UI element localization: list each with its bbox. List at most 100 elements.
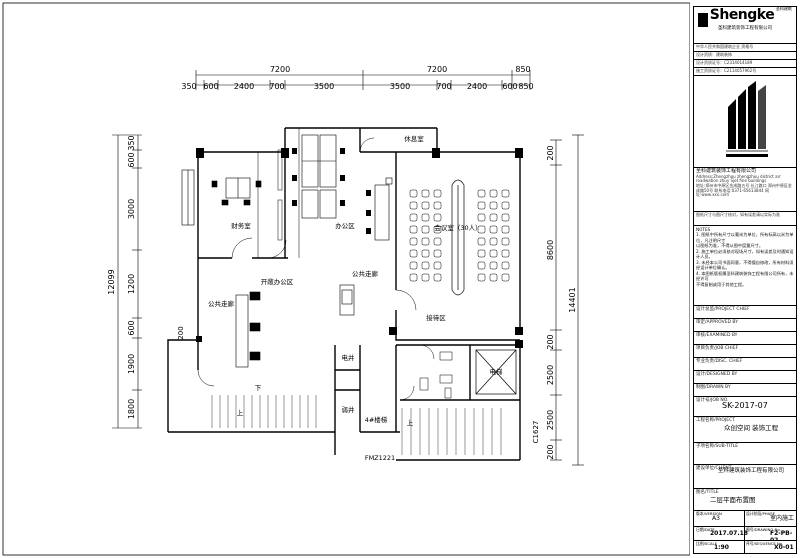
meeting-chair [477,261,486,270]
dim-r2-1: 600 [203,82,218,91]
meeting-chair [421,273,430,282]
meeting-chair [477,225,486,234]
meeting-chair [489,189,498,198]
notes-title: NOTES [696,227,711,232]
phase-label: 设计阶段/PHASE [746,511,776,516]
left-dimensions [112,134,142,429]
meeting-chair [489,225,498,234]
label-fm: FMZ1221 [365,454,395,462]
note-line: 不得复制或用于其他工程。 [696,281,747,287]
meeting-chair [409,201,418,210]
dim-r-3: 2500 [546,365,555,385]
meeting-chair [421,249,430,258]
dim-left-total: 12099 [107,269,116,294]
label-finance: 财务室 [231,221,251,230]
phase: 室内施工 [770,515,795,522]
company-full: 圣科建筑装饰工程有限公司 [696,168,757,174]
meeting-chair [421,225,430,234]
label-stair-up: 上 [237,408,244,417]
left-dim-text: 12099 350 600 3000 1200 600 1900 1800 [107,135,136,419]
meeting-chair [409,225,418,234]
dim-r-0: 200 [546,145,555,160]
label-fire-stair: 4#楼梯 [365,415,388,424]
address-en: Address:Zhengzhou zhengzhou district arr… [696,173,781,184]
note-line: 3. 未经本公司书面同意，不得擅自修改，所有材料须经设计单位确认。 [696,259,794,271]
dim-r2-9: 850 [518,82,533,91]
open-office-desks [235,284,355,368]
dim-top-2: 7200 [427,65,447,74]
meeting-chair [489,237,498,246]
reg-line-3: 设计资质证号：C2314014189 [694,59,796,67]
tb-row: 项目负责/JOB CHIEF [694,344,796,357]
meeting-chair [421,237,430,246]
reg-line-1: 中华人民共和国建筑企业 资格号 [694,43,796,51]
right-dim-text: 200 8600 200 2500 2500 200 14401 C1627 2… [177,145,577,459]
project-row: 工程名称/PROJECT 众创空间 装饰工程 [694,416,796,442]
tb-row: 审定/APPROVED BY [694,318,796,331]
dim-l-1: 600 [127,152,136,167]
office-desks [301,134,393,241]
tb-row: 设计总监/PROJECT CHIEF [694,305,796,318]
label-stair-down: 下 [255,384,262,392]
meeting-chair [433,189,442,198]
meeting-chair [433,261,442,270]
company-small: 圣科建筑装饰工程有限公司 [718,25,772,31]
divider [744,527,745,540]
meeting-chair [501,225,510,234]
date-label: 日期/DATE [696,527,715,532]
project-name: 众创空间 装饰工程 [724,424,779,432]
project-label: 工程名称/PROJECT [696,418,735,423]
meeting-chair [409,213,418,222]
meeting-chair [433,273,442,282]
sheet-label: 序号/SEQUENCE No. [746,541,784,546]
meeting-chair [433,225,442,234]
meeting-chair [501,261,510,270]
dim-r2-7: 2400 [467,82,487,91]
label-weak: 弱井 [342,405,356,414]
job-no: SK-2017-07 [722,401,768,410]
dim-r2-8: 600 [502,82,517,91]
drawing-no-label: 图号/DRAWING No. [746,527,781,532]
meeting-chair [477,189,486,198]
dim-l-4: 600 [127,320,136,335]
divider [744,511,745,526]
partitions [257,128,300,258]
meeting-chair [433,201,442,210]
elevator-shaft [475,349,517,395]
top-dim-text: 7200 7200 850 350 600 2400 700 3500 3500… [181,65,533,91]
stairs-left [211,395,317,428]
meeting-chair [489,249,498,258]
meeting-chair [409,237,418,246]
dim-r2-4: 3500 [314,82,334,91]
scale: 1:90 [714,544,729,551]
job-no-label: 设计号/JOB NO. [696,398,729,403]
logo-mark-icon [698,12,709,27]
meeting-chair [409,249,418,258]
brand-sup: 圣科建筑 [775,6,792,11]
label-reception: 接待区 [426,313,446,322]
meeting-chair [421,201,430,210]
shengke-emblem-icon [726,81,768,157]
meeting-chair [489,273,498,282]
logo-area: Shengke 圣科建筑 圣科建筑装饰工程有限公司 [694,6,796,43]
label-open-office: 开敞办公区 [261,277,294,286]
dim-right-total: 14401 [568,287,577,312]
meeting-chair [477,201,486,210]
dim-right-small: C1627 [532,421,540,444]
reg-line-2: 设计资质：建筑装饰 [694,51,796,59]
meeting-chair [433,237,442,246]
drawing-title: 二层平面布置图 [710,496,756,504]
date: 2017.07.18 [710,530,748,537]
toilet-fixtures [419,351,453,399]
divider [744,541,745,554]
note-line: 2. 施工单位必须核对现场尺寸，如有误差及时通知设计人员。 [696,248,794,260]
client-label: 建设单位/CLIENT [696,466,732,471]
meeting-chairs [409,189,510,282]
meeting-chair [433,249,442,258]
label-elevator: 电梯 [490,367,504,376]
office-chairs [292,148,371,234]
dim-r2-2: 2400 [234,82,254,91]
dim-l-3: 1200 [127,274,136,294]
dim-top-1: 7200 [270,65,290,74]
